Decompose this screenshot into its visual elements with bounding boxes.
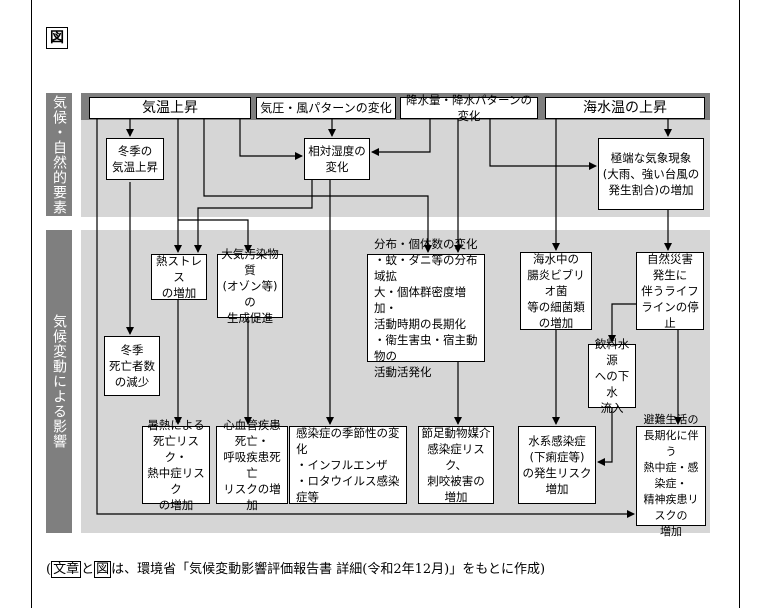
box-sea-temperature: 海水温の上昇 <box>545 97 705 119</box>
box-winter-temperature: 冬季の 気温上昇 <box>106 138 164 180</box>
box-waterborne-infection: 水系感染症 (下痢症等) の発生リスク 増加 <box>518 426 596 504</box>
figure-label: 図 <box>46 27 68 49</box>
caption-open: ( <box>46 562 52 577</box>
box-infection-seasonality: 感染症の季節性の変化 ・インフルエンザ ・ロタウイルス感染症等 <box>289 426 407 504</box>
box-pressure-wind: 気圧・風パターンの変化 <box>256 97 396 119</box>
box-distribution-change: 分布・個体数の変化 ・蚊・ダニ等の分布域拡 大・個体群密度増加・ 活動時期の長期… <box>367 237 485 379</box>
arrow-precip-to-extreme <box>489 112 597 170</box>
box-temperature-rise: 気温上昇 <box>89 97 251 119</box>
box-relative-humidity: 相対湿度の 変化 <box>304 138 370 180</box>
arrow-temp-to-dist <box>203 112 432 253</box>
box-winter-deaths: 冬季 死亡者数 の減少 <box>104 336 160 396</box>
box-evacuation-risk: 避難生活の 長期化に伴う 熱中症・感染症・ 精神疾患リスクの 増加 <box>636 413 706 538</box>
caption-source: は、環境省「気候変動影響評価報告書 詳細(令和2年12月)」をもとに作成) <box>111 562 546 577</box>
arrow-temp-to-evac <box>96 112 635 518</box>
box-heatstroke-risk: 暑熱による 死亡リスク・ 熱中症リスク の増加 <box>142 418 210 512</box>
box-arthropod-infection: 節足動物媒介 感染症リスク、 刺咬被害の 増加 <box>418 426 494 504</box>
climate-side-band <box>46 93 72 216</box>
arrow-disaster-to-water <box>608 303 636 343</box>
figure-caption: (文章と図は、環境省「気候変動影響評価報告書 詳細(令和2年12月)」をもとに作… <box>46 558 546 578</box>
arrow-humidity-to-heat <box>194 180 313 253</box>
box-extreme-weather: 極端な気象現象 (大雨、強い台風の 発生割合)の増加 <box>598 138 704 210</box>
impact-side-band <box>46 230 72 533</box>
box-precipitation: 降水量・降水パターンの変化 <box>400 93 538 123</box>
arrow-precip-to-humidity <box>371 112 431 156</box>
box-heat-stress: 熱ストレス の増加 <box>151 254 207 300</box>
box-cardiovascular-risk: 心血管疾患 死亡・ 呼吸疾患死亡 リスクの増加 <box>216 418 288 512</box>
box-air-pollutants: 大気汚染物質 (オゾン等)の 生成促進 <box>217 247 283 325</box>
climate-impacts-label: 気候変動による影響 <box>51 314 67 449</box>
climate-factors-label: 気候・自然的要素 <box>51 94 67 215</box>
caption-text-label: 文章 <box>51 561 82 578</box>
frame-left-border <box>31 0 32 608</box>
arrow-temp-to-air <box>178 219 252 253</box>
box-drinking-water: 飲料水源 への下水 流入 <box>588 337 636 415</box>
arrow-temp-to-humidity <box>239 112 303 160</box>
box-natural-disaster: 自然災害 発生に 伴うライフ ラインの停止 <box>636 252 704 330</box>
frame-right-border <box>739 0 740 608</box>
caption-figure-label: 図 <box>94 561 112 578</box>
arrow-water-to-waterborne <box>597 408 613 466</box>
box-vibrio-bacteria: 海水中の 腸炎ビブリオ菌 等の細菌類 の増加 <box>520 252 592 330</box>
caption-and: と <box>81 562 95 577</box>
